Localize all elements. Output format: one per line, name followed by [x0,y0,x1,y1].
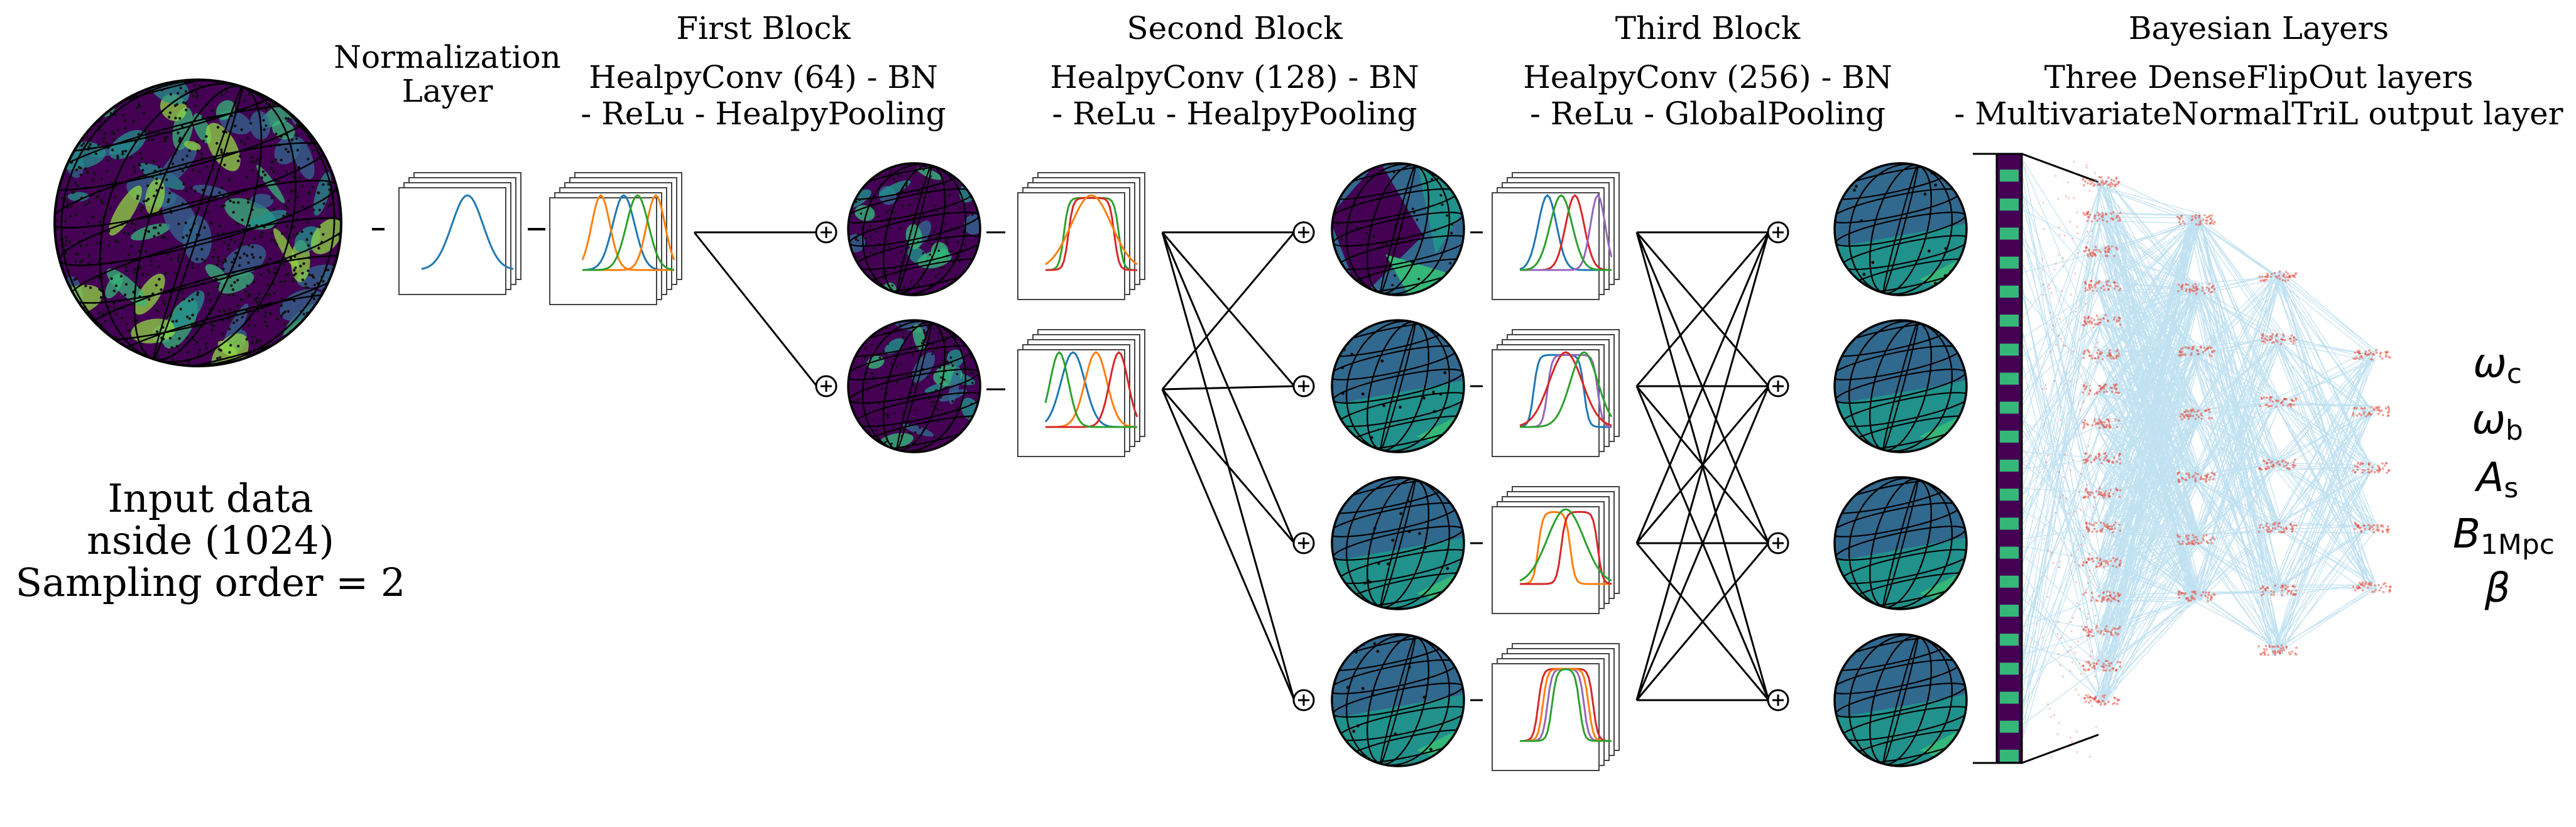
third-block-output-globe-4 [1824,624,1977,777]
third-block-filter-stack-1 [1492,173,1619,300]
input-caption-line1: Input data [107,475,313,521]
bayesian-network [2023,161,2392,758]
second-block-title: Second Block HealpyConv (128) - BN - ReL… [1050,10,1419,132]
first-block-title: First Block HealpyConv (64) - BN - ReLu … [581,10,946,132]
input-caption-line3: Sampling order = 2 [16,559,406,605]
input-caption: Input data nside (1024) Sampling order =… [16,475,406,605]
bayesian-title: Bayesian Layers Three DenseFlipOut layer… [1954,10,2563,132]
connection-line [694,232,817,386]
feature-globes [838,153,1977,777]
first-block-heading: First Block [676,10,851,46]
sum-node [1768,376,1788,396]
second-block-output-globe-4 [1321,624,1475,777]
input-caption-line2: nside (1024) [87,517,334,563]
first-block-line2: - ReLu - HealpyPooling [581,95,946,132]
second-block-filter-stack-2 [1018,330,1145,457]
normalization-title: Normalization Layer [334,39,561,109]
bayesian-line2: - MultivariateNormalTriL output layer [1954,95,2563,132]
sum-node [1768,690,1788,710]
third-block-filter-stack-2 [1492,330,1619,457]
third-block-heading: Third Block [1615,10,1801,46]
third-block-line1: HealpyConv (256) - BN [1523,59,1892,95]
sum-node [1294,533,1314,553]
sum-node [1768,533,1788,553]
second-block-line1: HealpyConv (128) - BN [1050,59,1419,95]
first-block-output-globe-2 [838,310,991,463]
third-block-output-globe-1 [1824,153,1977,306]
sum-node [816,222,836,242]
output-param-b-1mpc: B1Mpc [2453,511,2555,561]
second-block-output-globe-1 [1321,153,1475,306]
third-block-output-globe-2 [1824,310,1977,463]
first-block-line1: HealpyConv (64) - BN [589,59,938,95]
output-param-beta: β [2484,565,2511,612]
third-block-filter-stack-4 [1492,644,1619,770]
bayesian-heading: Bayesian Layers [2129,10,2389,46]
connection-line [1162,389,1294,700]
second-block-filter-stack-1 [1018,173,1145,300]
network-edges [2023,161,2378,737]
wiring [694,222,1788,710]
output-param-omega-b: ωb [2472,397,2523,446]
bayesian-line1: Three DenseFlipOut layers [2044,59,2474,95]
sum-node [1768,222,1788,242]
third-block-title: Third Block HealpyConv (256) - BN - ReLu… [1523,10,1892,132]
second-block-heading: Second Block [1127,10,1343,46]
output-param-a-s: As [2474,455,2519,504]
normalization-title-line1: Normalization [334,39,561,75]
third-block-line2: - ReLu - GlobalPooling [1530,95,1886,132]
connection-line [1162,389,1294,543]
output-param-omega-c: ωc [2473,340,2522,390]
sum-node [1294,376,1314,396]
output-parameters: ωc ωb As B1Mpc β [2453,340,2555,612]
sum-node [1294,222,1314,242]
normalization-filter-stack [399,173,521,295]
third-block-output-globe-3 [1824,467,1977,620]
second-block-output-globe-3 [1321,467,1475,620]
first-block-output-globe-1 [838,153,991,306]
second-block-output-globe-2 [1321,310,1475,463]
third-block-filter-stack-3 [1492,487,1619,613]
sum-node [1294,690,1314,710]
input-globe [24,45,372,401]
first-block-filter-stack [550,173,682,305]
normalization-title-line2: Layer [402,73,493,109]
second-block-line2: - ReLu - HealpyPooling [1052,95,1417,132]
sum-node [816,376,836,396]
